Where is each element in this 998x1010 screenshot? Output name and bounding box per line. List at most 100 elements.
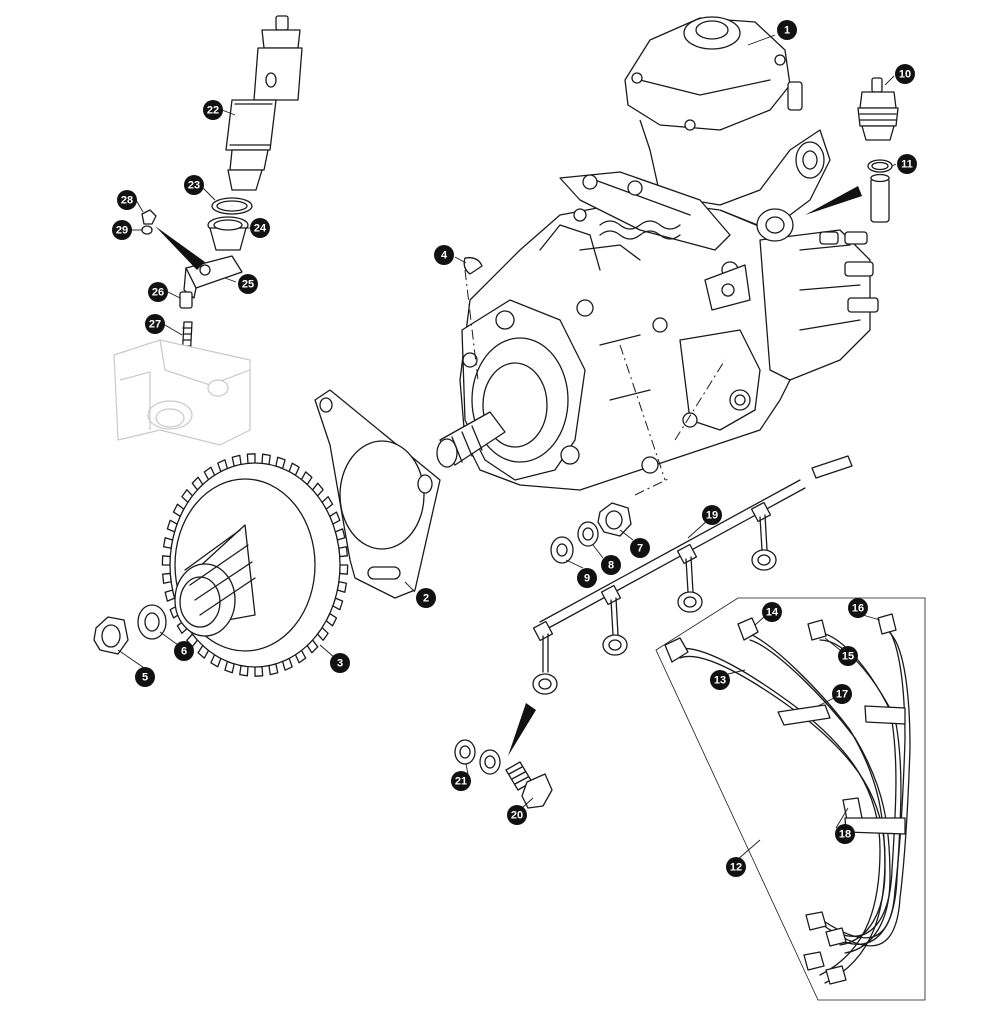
callout-number: 20 [511, 810, 523, 822]
callout-27: 27 [145, 314, 165, 334]
callout-badge [416, 588, 436, 608]
callout-number: 18 [839, 829, 851, 841]
direction-arrow [805, 186, 862, 215]
callout-badge [702, 505, 722, 525]
drive-gear [161, 453, 349, 677]
callout-17: 17 [832, 684, 852, 704]
callout-8: 8 [601, 555, 621, 575]
callout-21: 21 [451, 771, 471, 791]
callout-number: 1 [784, 25, 790, 37]
injector-seal-ring [211, 197, 253, 215]
callout-badge [117, 190, 137, 210]
callout-16: 16 [848, 598, 868, 618]
callout-18: 18 [835, 824, 855, 844]
callout-badge [238, 274, 258, 294]
callout-badge [145, 314, 165, 334]
flange-gasket [314, 389, 441, 599]
clamp-washer [141, 225, 153, 235]
banjo-washers [454, 739, 501, 775]
shaft-nut [597, 502, 632, 537]
callout-number: 14 [766, 607, 779, 619]
callout-badge [577, 568, 597, 588]
callout-badge [601, 555, 621, 575]
callout-28: 28 [117, 190, 137, 210]
gear-tooth [161, 555, 171, 566]
callout-number: 19 [706, 510, 718, 522]
callout-number: 8 [608, 560, 614, 572]
callout-number: 5 [142, 672, 148, 684]
injector-clamp [183, 255, 243, 299]
callout-number: 17 [836, 689, 848, 701]
injector-pipe-set [655, 597, 926, 1001]
callout-number: 7 [637, 543, 643, 555]
callout-badge [434, 245, 454, 265]
callout-19: 19 [702, 505, 722, 525]
callout-24: 24 [250, 218, 270, 238]
callout-number: 29 [116, 225, 128, 237]
callout-badge [630, 538, 650, 558]
callout-badge [184, 175, 204, 195]
callout-13: 13 [710, 670, 730, 690]
callout-badge [726, 857, 746, 877]
solenoid-valve [857, 77, 899, 141]
callout-10: 10 [895, 64, 915, 84]
injector-sleeve [207, 216, 249, 251]
woodruff-key [463, 257, 483, 275]
callout-number: 13 [714, 675, 726, 687]
callout-20: 20 [507, 805, 527, 825]
spring-washer [577, 521, 599, 547]
alignment-lines [464, 269, 726, 496]
callout-number: 28 [121, 195, 133, 207]
callout-2: 2 [416, 588, 436, 608]
callout-badge [835, 824, 855, 844]
injector [225, 15, 303, 191]
callout-badge [250, 218, 270, 238]
valve-seal [867, 159, 893, 223]
callout-7: 7 [630, 538, 650, 558]
flat-washer [550, 536, 574, 564]
callout-badge [897, 154, 917, 174]
callout-badge [451, 771, 471, 791]
callout-badge [330, 653, 350, 673]
callout-11: 11 [897, 154, 917, 174]
callout-badge [507, 805, 527, 825]
callout-number: 6 [181, 646, 187, 658]
callout-3: 3 [330, 653, 350, 673]
gear-tooth [246, 453, 256, 464]
callout-5: 5 [135, 667, 155, 687]
callout-number: 11 [901, 159, 913, 171]
callout-number: 27 [149, 319, 161, 331]
injection-pump-assembly [436, 16, 879, 491]
callout-number: 3 [337, 658, 343, 670]
callout-badge [838, 646, 858, 666]
callout-badge [777, 20, 797, 40]
gear-nut [93, 616, 129, 655]
callout-badge [135, 667, 155, 687]
callout-4: 4 [434, 245, 454, 265]
callout-number: 23 [188, 180, 200, 192]
callout-15: 15 [838, 646, 858, 666]
callout-badge [832, 684, 852, 704]
callout-number: 10 [899, 69, 911, 81]
callout-14: 14 [762, 602, 782, 622]
callout-badge [174, 641, 194, 661]
callout-badge [895, 64, 915, 84]
clamp-spacer [179, 291, 193, 309]
callout-number: 22 [207, 105, 219, 117]
callout-badge [148, 282, 168, 302]
callout-12: 12 [726, 857, 746, 877]
callout-number: 4 [441, 250, 448, 262]
callout-number: 26 [152, 287, 164, 299]
callout-6: 6 [174, 641, 194, 661]
cylinder-head-outline [113, 339, 251, 446]
callout-badge [203, 100, 223, 120]
callout-22: 22 [203, 100, 223, 120]
callout-number: 12 [730, 862, 742, 874]
callout-badge [762, 602, 782, 622]
callout-25: 25 [238, 274, 258, 294]
callout-badge [112, 220, 132, 240]
callout-number: 21 [455, 776, 467, 788]
clamp-arrow [155, 226, 205, 270]
callout-29: 29 [112, 220, 132, 240]
